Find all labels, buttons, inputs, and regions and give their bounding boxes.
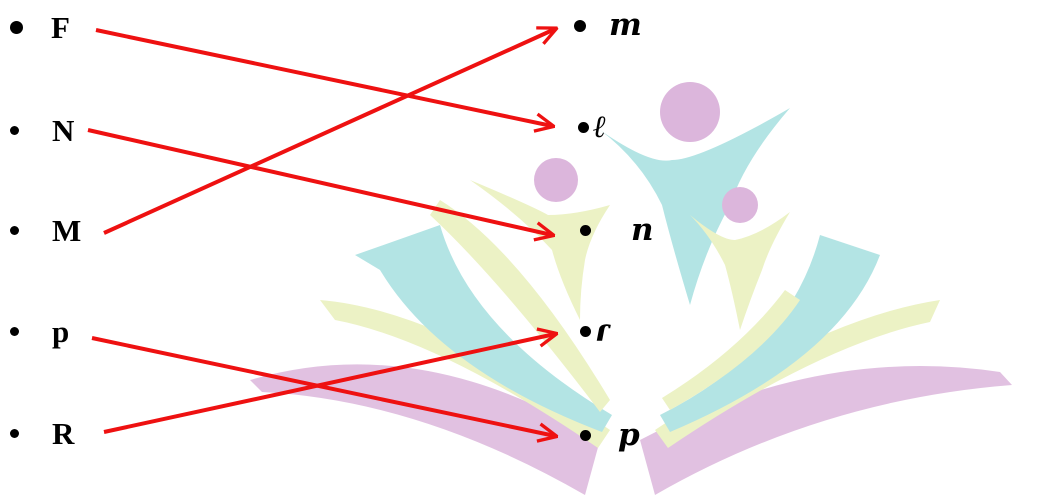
book-page-purple-left [250, 364, 600, 495]
bullet [580, 225, 591, 236]
left-label-M: M [52, 213, 82, 248]
book-page-purple-right [640, 366, 1012, 495]
arrow-p-to-p [91, 336, 555, 436]
right-label-m: m [609, 7, 642, 43]
figure-body-right [690, 212, 790, 330]
left-label-p: p [52, 314, 70, 349]
book-page-teal-left [355, 225, 612, 432]
left-item-N: N [10, 115, 74, 146]
bullet [578, 122, 589, 133]
right-label-l: ℓ [593, 109, 607, 145]
left-item-p: p [10, 316, 69, 347]
right-item-n: n [580, 215, 654, 246]
right-item-l: ℓ [578, 112, 606, 143]
bullet [10, 327, 19, 336]
figure-head-right [722, 187, 758, 223]
bullet [580, 326, 591, 337]
left-label-R: R [52, 416, 75, 451]
right-label-n: n [631, 212, 654, 248]
arrow-N-to-n [87, 128, 552, 235]
bullet [10, 429, 19, 438]
book-page-lime-inner-left [430, 200, 610, 412]
bullet [10, 226, 19, 235]
right-item-p: p [580, 420, 640, 451]
right-item-r: ɾ [580, 316, 609, 347]
left-item-M: M [10, 215, 81, 246]
left-label-F: F [51, 10, 70, 45]
figure-head-center [660, 82, 720, 142]
arrow-M-to-m [103, 29, 555, 235]
right-label-p: p [618, 417, 640, 453]
figure-head-left [534, 158, 578, 202]
left-item-R: R [10, 418, 74, 449]
bullet [580, 430, 591, 441]
figure-body-center [600, 108, 790, 305]
bullet [574, 19, 586, 32]
right-label-r: ɾ [595, 313, 610, 349]
left-label-N: N [52, 113, 75, 148]
bullet [10, 21, 23, 34]
arrow-R-to-r [103, 334, 555, 434]
left-item-F: F [10, 12, 70, 43]
bullet [10, 126, 19, 135]
figure-body-left [470, 180, 610, 320]
book-page-lime-right [655, 300, 940, 448]
book-page-lime-inner-right [662, 290, 800, 410]
arrow-F-to-l [95, 28, 552, 126]
right-item-m: m [574, 10, 642, 41]
